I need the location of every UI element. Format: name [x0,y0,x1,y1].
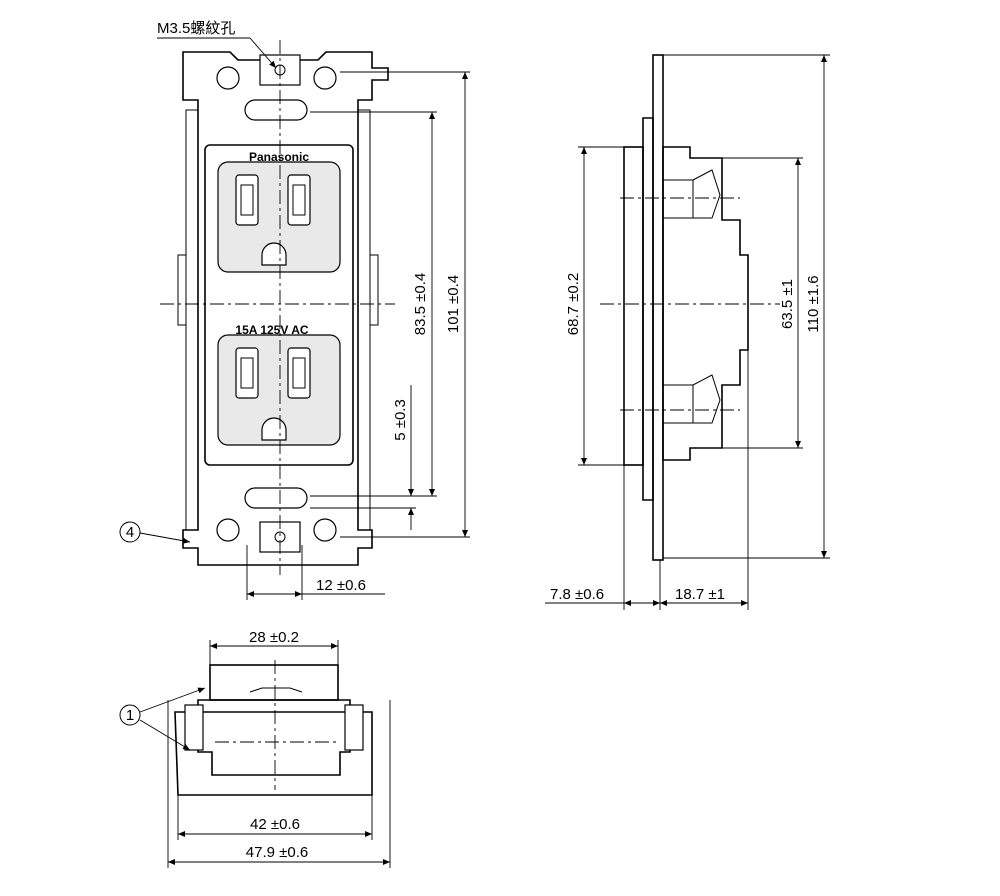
frame-right-tab [369,254,379,326]
dim-slot: 5 ±0.3 [392,399,409,441]
ground-hole-lower [261,417,287,441]
side-body [662,146,749,461]
mount-slot-bottom [244,487,308,509]
dim-frame-width: 47.9 ±0.6 [246,844,308,861]
dim-face-width: 28 ±0.2 [249,629,299,646]
dim-mount-pitch: 83.5 ±0.4 [412,273,429,335]
svg-text:4: 4 [126,524,134,541]
ground-hole-upper [261,242,287,266]
frame-left-tab [177,254,187,326]
mount-slot-top [244,99,308,121]
part-4-callout [119,521,141,543]
brand-label: Panasonic [249,150,309,164]
part-1-callout [119,704,141,726]
dim-rear-depth: 18.7 ±1 [675,586,725,603]
side-view: 68.7 ±0.2 63.5 ±1 110 ±1.6 7.8 ±0.6 18.7… [545,54,830,610]
front-view: Panasonic 15A 125V AC M3.5螺紋孔 101 ±0.4 8… [119,20,470,600]
bottom-body [174,711,373,796]
bottom-face [209,664,339,701]
side-face [623,146,644,466]
dim-front-depth: 7.8 ±0.6 [550,586,604,603]
receptacle-face [204,144,354,466]
svg-text:1: 1 [126,707,134,724]
frame-left-rail [185,109,199,531]
dim-body-height: 68.7 ±0.2 [565,273,582,335]
frame-right-rail [357,109,371,531]
side-plate [652,54,664,561]
dim-body-width: 42 ±0.6 [250,816,300,833]
dim-tab-width: 12 ±0.6 [316,577,366,594]
mount-hole-top-right [313,66,337,90]
dim-inner-height: 63.5 ±1 [779,279,796,329]
rating-label: 15A 125V AC [235,323,308,337]
bottom-view: 28 ±0.2 42 ±0.6 47.9 ±0.6 1 [119,629,391,868]
screw-hole-label: M3.5螺紋孔 [157,20,235,37]
mount-hole-bottom-right [313,518,337,542]
mount-hole-bottom-left [216,518,240,542]
dim-total-height: 110 ±1.6 [805,275,822,332]
mount-hole-top-left [216,66,240,90]
dim-outer-height: 101 ±0.4 [445,275,462,333]
